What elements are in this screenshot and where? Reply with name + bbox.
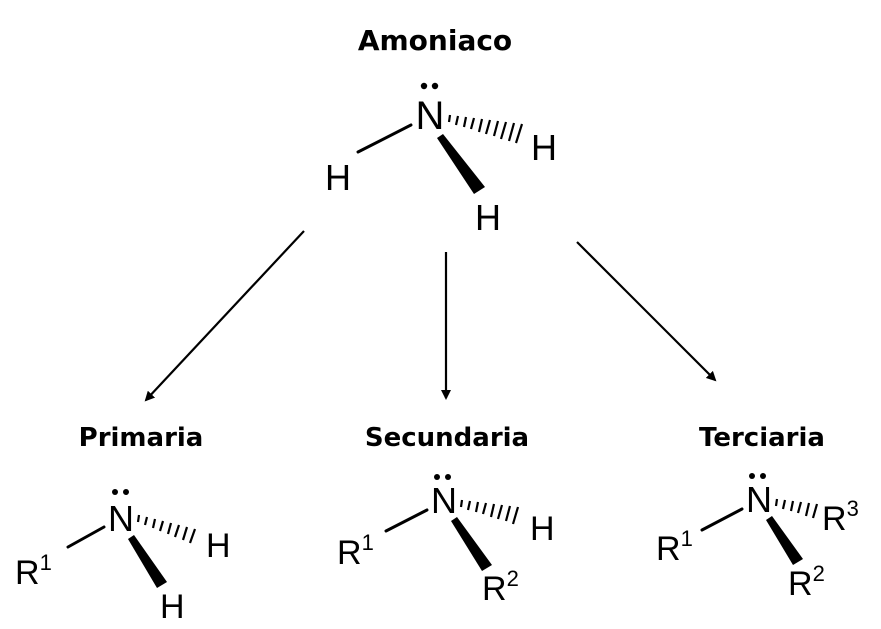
amine-class-label: Primaria: [79, 423, 204, 453]
wedge-bond: [766, 516, 803, 565]
substituent-dashed: H: [206, 527, 231, 565]
lone-pair-dot: [749, 473, 755, 479]
amine-secundaria: Secundaria N R1 H R2: [337, 423, 555, 608]
substituent-left: R1: [337, 530, 374, 572]
substituent-left: R1: [656, 526, 693, 568]
single-bond: [356, 123, 413, 154]
arrow-to-terciaria: [576, 241, 717, 382]
hydrogen-wedge: H: [475, 197, 501, 238]
hydrogen-left: H: [325, 157, 351, 198]
substituent-dashed: H: [530, 510, 555, 548]
hashed-bond: [774, 498, 819, 519]
lone-pair-dot: [420, 82, 428, 90]
substituent-wedge: R2: [788, 561, 825, 603]
single-bond: [384, 508, 429, 533]
amine-class-label: Secundaria: [365, 423, 529, 453]
amine-class-label: Terciaria: [699, 423, 825, 453]
lone-pair-dot: [431, 82, 439, 90]
substituent-dashed: R3: [822, 496, 859, 538]
hashed-bond: [459, 499, 520, 525]
amine-primaria: Primaria N R1 H H: [15, 423, 231, 626]
lone-pair-dot: [112, 489, 118, 495]
nitrogen-atom: N: [108, 498, 134, 539]
lone-pair-dot: [434, 474, 440, 480]
diagram-title: Amoniaco: [358, 24, 512, 57]
nitrogen-atom: N: [416, 94, 445, 138]
hashed-bond: [136, 514, 197, 544]
substituent-left: R1: [15, 550, 52, 592]
wedge-bond: [451, 517, 492, 571]
lone-pair-dot: [760, 473, 766, 479]
wedge-bond: [128, 535, 167, 588]
hashed-bond: [447, 114, 524, 144]
nitrogen-atom: N: [431, 480, 457, 521]
wedge-bond: [437, 134, 485, 194]
lone-pair-dot: [123, 489, 129, 495]
substituent-wedge: R2: [482, 566, 519, 608]
single-bond: [66, 525, 106, 549]
single-bond: [700, 507, 744, 532]
arrow-to-primaria: [144, 230, 305, 402]
nitrogen-atom: N: [746, 479, 772, 520]
ammonia-molecule: N H H H: [325, 82, 557, 238]
substituent-wedge: H: [160, 588, 185, 626]
hydrogen-dashed: H: [531, 127, 557, 168]
amine-terciaria: Terciaria N R1 R3 R2: [656, 423, 859, 603]
lone-pair-dot: [445, 474, 451, 480]
